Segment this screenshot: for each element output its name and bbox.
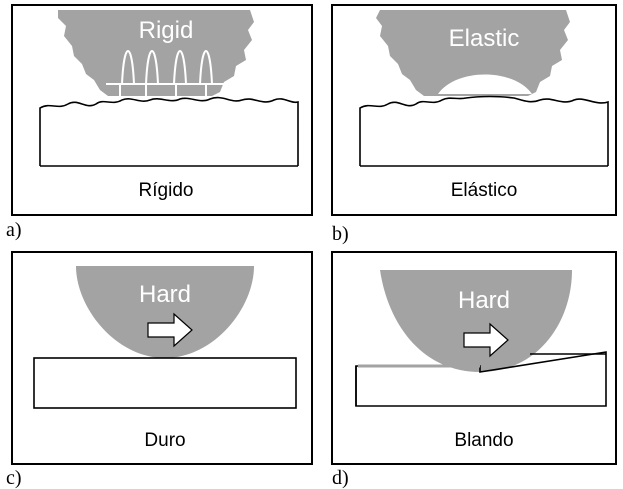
panel-b-tag: b) bbox=[332, 223, 349, 245]
panel-c: Hard Duro bbox=[11, 251, 313, 465]
elastic-contact-dome bbox=[438, 74, 532, 94]
panel-a-inner-label: Rigid bbox=[139, 17, 194, 44]
arrow-right-icon-d bbox=[463, 322, 509, 358]
panel-d-caption: Blando bbox=[454, 430, 513, 451]
panel-b-caption: Elástico bbox=[451, 180, 518, 201]
panel-d: Hard Blando bbox=[331, 251, 617, 465]
panel-c-tag: c) bbox=[6, 467, 22, 489]
hard-slider-c bbox=[76, 266, 254, 358]
rigid-body bbox=[58, 10, 254, 96]
rough-substrate-b bbox=[359, 95, 609, 166]
hard-substrate-c bbox=[33, 357, 297, 409]
hard-slider-d bbox=[380, 270, 572, 372]
panel-c-caption: Duro bbox=[144, 430, 185, 451]
elastic-body bbox=[376, 10, 570, 96]
panel-d-inner-label: Hard bbox=[458, 287, 510, 314]
panel-b: Elastic Elástico bbox=[331, 4, 617, 216]
rough-substrate bbox=[39, 96, 299, 166]
panel-a-tag: a) bbox=[6, 219, 22, 241]
panel-b-inner-label: Elastic bbox=[449, 25, 520, 52]
panel-c-inner-label: Hard bbox=[139, 281, 191, 308]
panel-d-tag: d) bbox=[332, 467, 349, 489]
panel-a-caption: Rígido bbox=[139, 180, 194, 201]
pressure-peaks bbox=[106, 50, 226, 100]
arrow-right-icon bbox=[147, 312, 193, 348]
panel-a: Rigid Rígido bbox=[11, 4, 313, 216]
